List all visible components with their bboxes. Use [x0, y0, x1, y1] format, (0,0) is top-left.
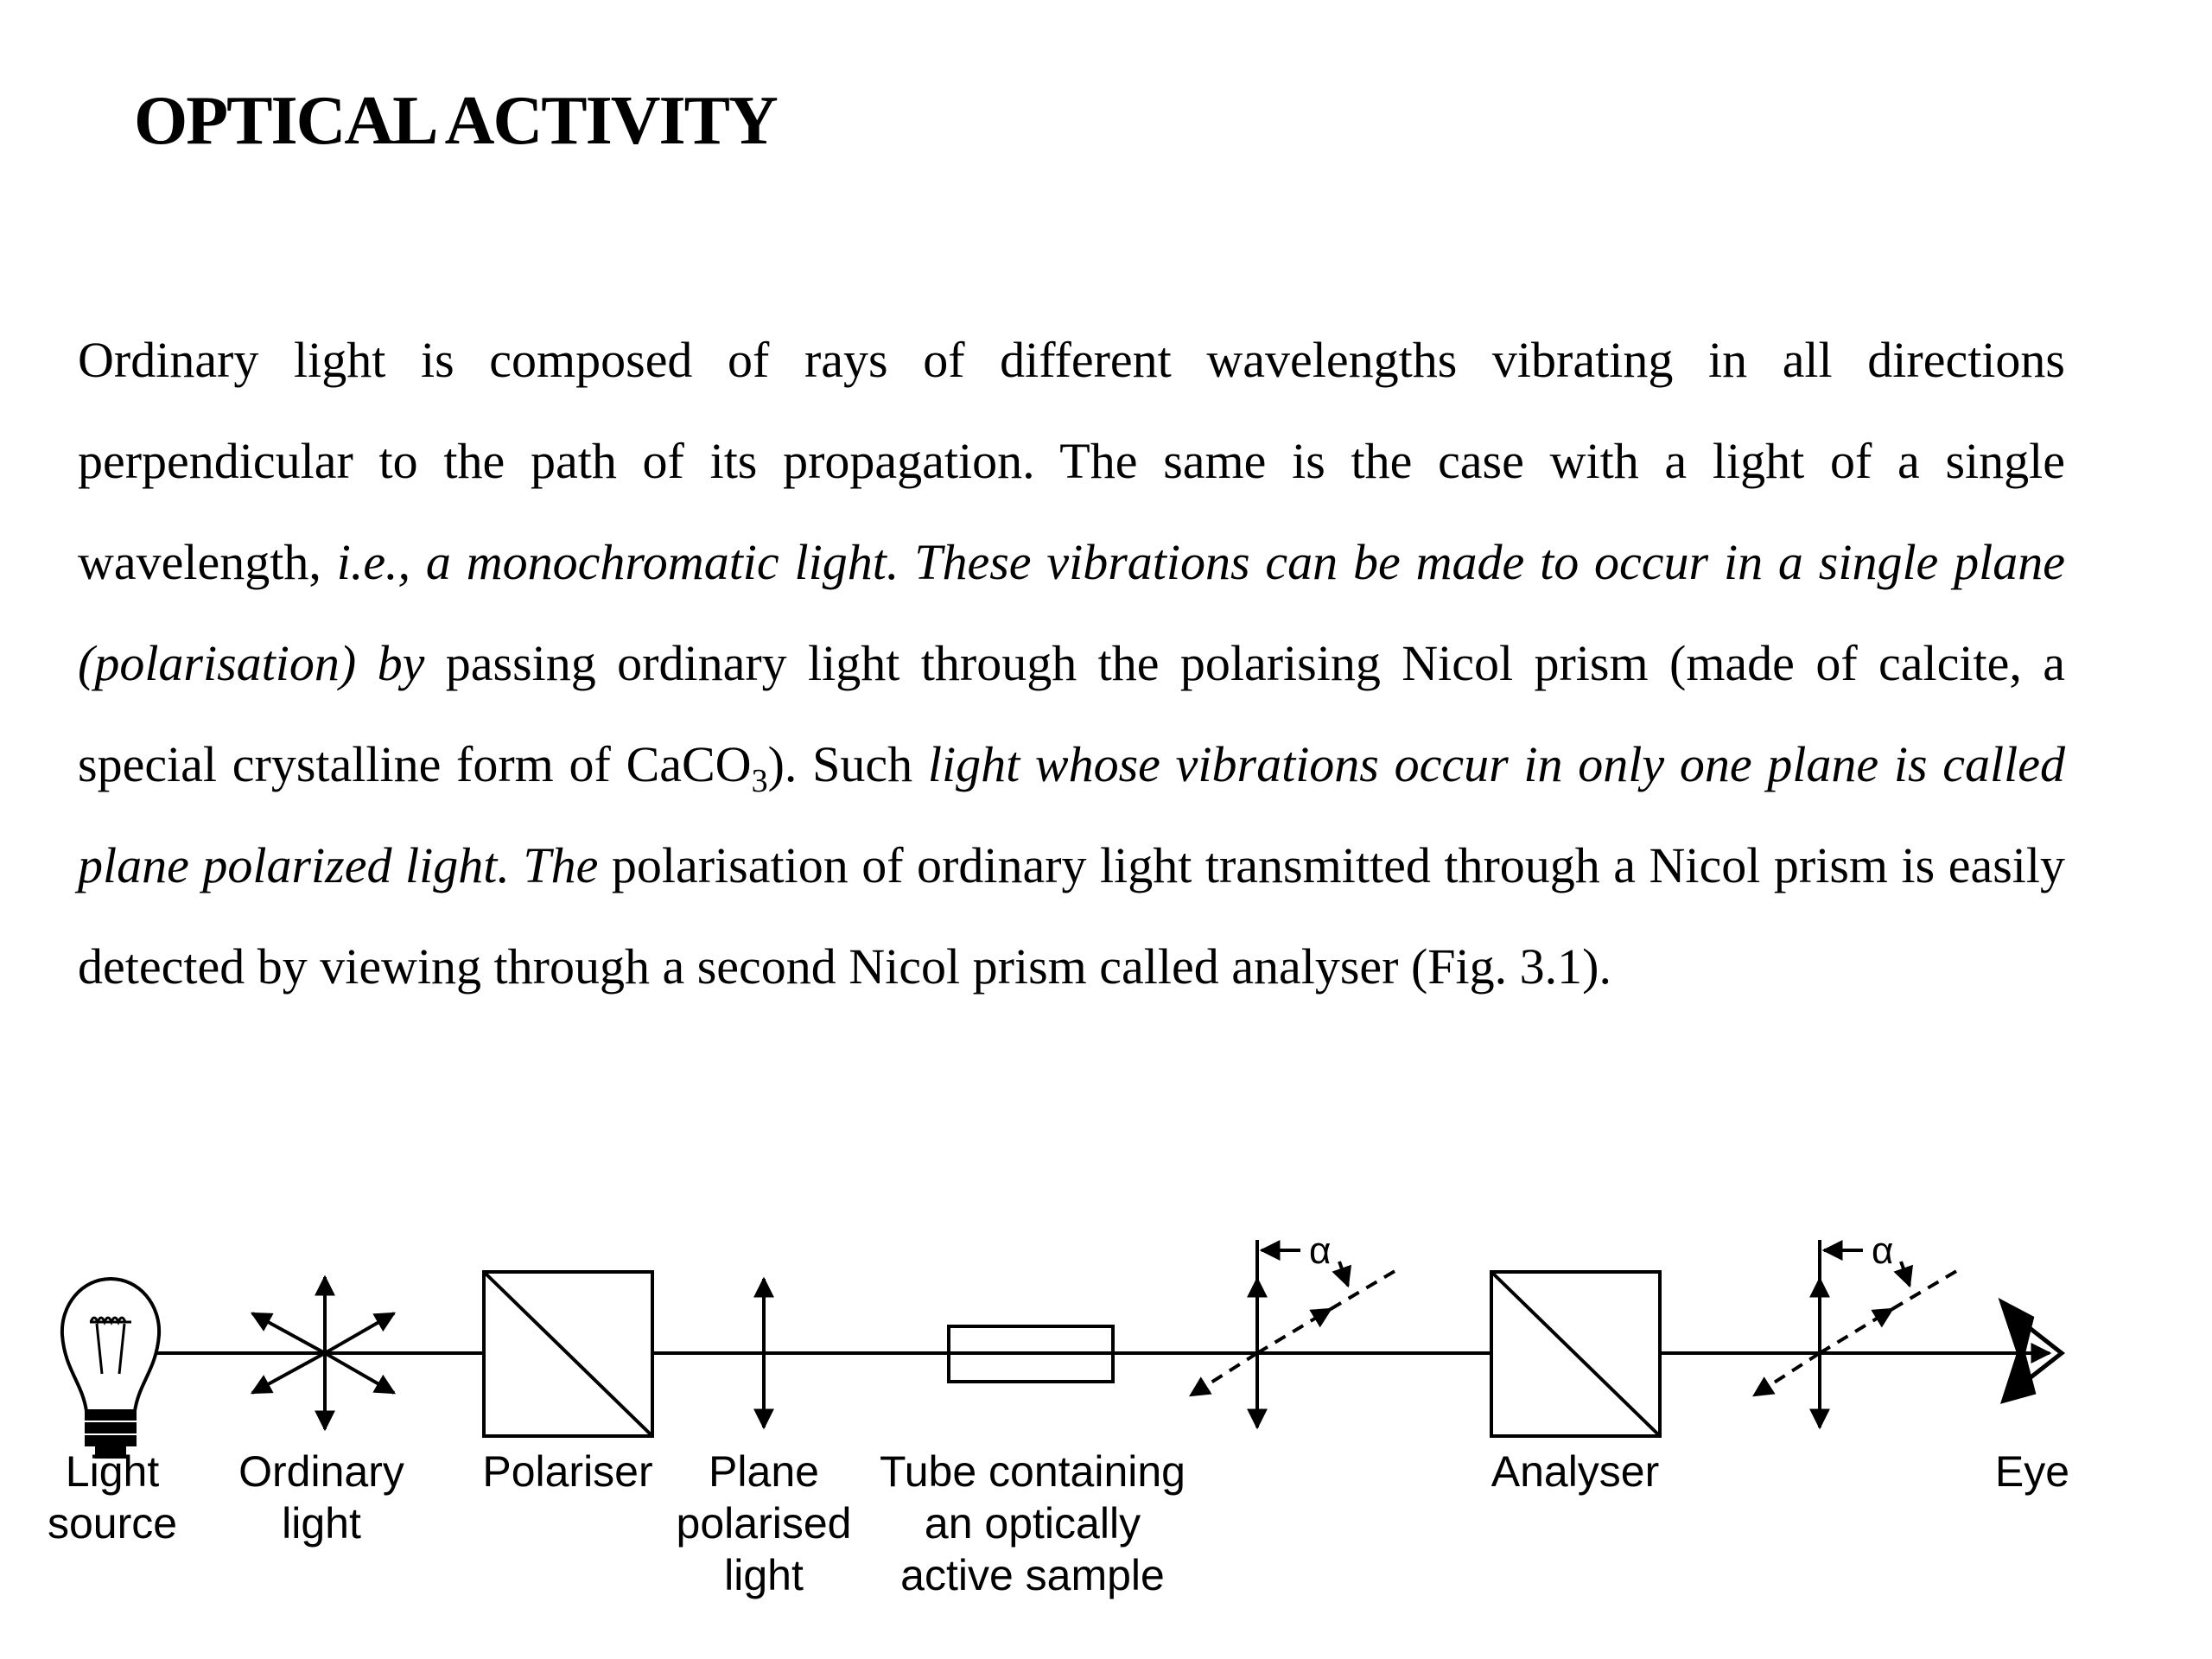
label-analyser: Analyser [1491, 1447, 1660, 1496]
label-tube-line2: an optically [925, 1499, 1141, 1548]
label-ordinary-light-line2: light [282, 1499, 361, 1548]
polarimeter-diagram: α α Light source Ordinary light Polarise… [48, 1230, 2069, 1599]
polarimeter-figure: α α Light source Ordinary light Polarise… [0, 1166, 2212, 1659]
label-eye: Eye [1995, 1447, 2069, 1496]
label-light-source-line2: source [48, 1499, 177, 1548]
analyser-prism [1490, 1270, 1662, 1438]
angle-symbol-2: α [1872, 1230, 1893, 1272]
label-plane-polarised-line2: polarised [677, 1499, 852, 1548]
paragraph-text-3: ). Such [767, 736, 928, 792]
label-polariser: Polariser [482, 1447, 652, 1496]
angle-symbol-1: α [1309, 1230, 1331, 1272]
label-plane-polarised-line3: light [724, 1551, 804, 1599]
label-light-source-line1: Light [66, 1447, 160, 1496]
page-title: OPTICAL ACTIVITY [134, 83, 779, 159]
label-ordinary-light-line1: Ordinary [238, 1447, 404, 1496]
paragraph-italic-1: i.e., a monochromatic light. These vibra… [78, 534, 2066, 691]
body-paragraph: Ordinary light is composed of rays of di… [78, 309, 2065, 1017]
sample-tube [947, 1325, 1115, 1383]
rotation-indicator-1 [1188, 1240, 1398, 1430]
label-tube-line1: Tube containing [880, 1447, 1185, 1496]
paragraph-text-2: passing ordinary light through the polar… [78, 635, 2065, 792]
eye-icon [1970, 1297, 2066, 1404]
caco3-subscript: 3 [751, 763, 768, 799]
label-tube-line3: active sample [900, 1551, 1165, 1599]
paragraph-italic-2: light whose vibrations occur in only one… [78, 736, 2065, 893]
rotation-indicator-2 [1751, 1240, 1960, 1430]
light-bulb-icon [60, 1276, 162, 1459]
ordinary-light-arrows [250, 1274, 397, 1432]
paragraph-text-1: Ordinary light is composed of rays of di… [78, 332, 2065, 590]
polariser-prism [482, 1270, 654, 1438]
label-plane-polarised-line1: Plane [709, 1447, 819, 1496]
paragraph-text-4: polarisation of ordinary light transmitt… [78, 837, 2066, 995]
